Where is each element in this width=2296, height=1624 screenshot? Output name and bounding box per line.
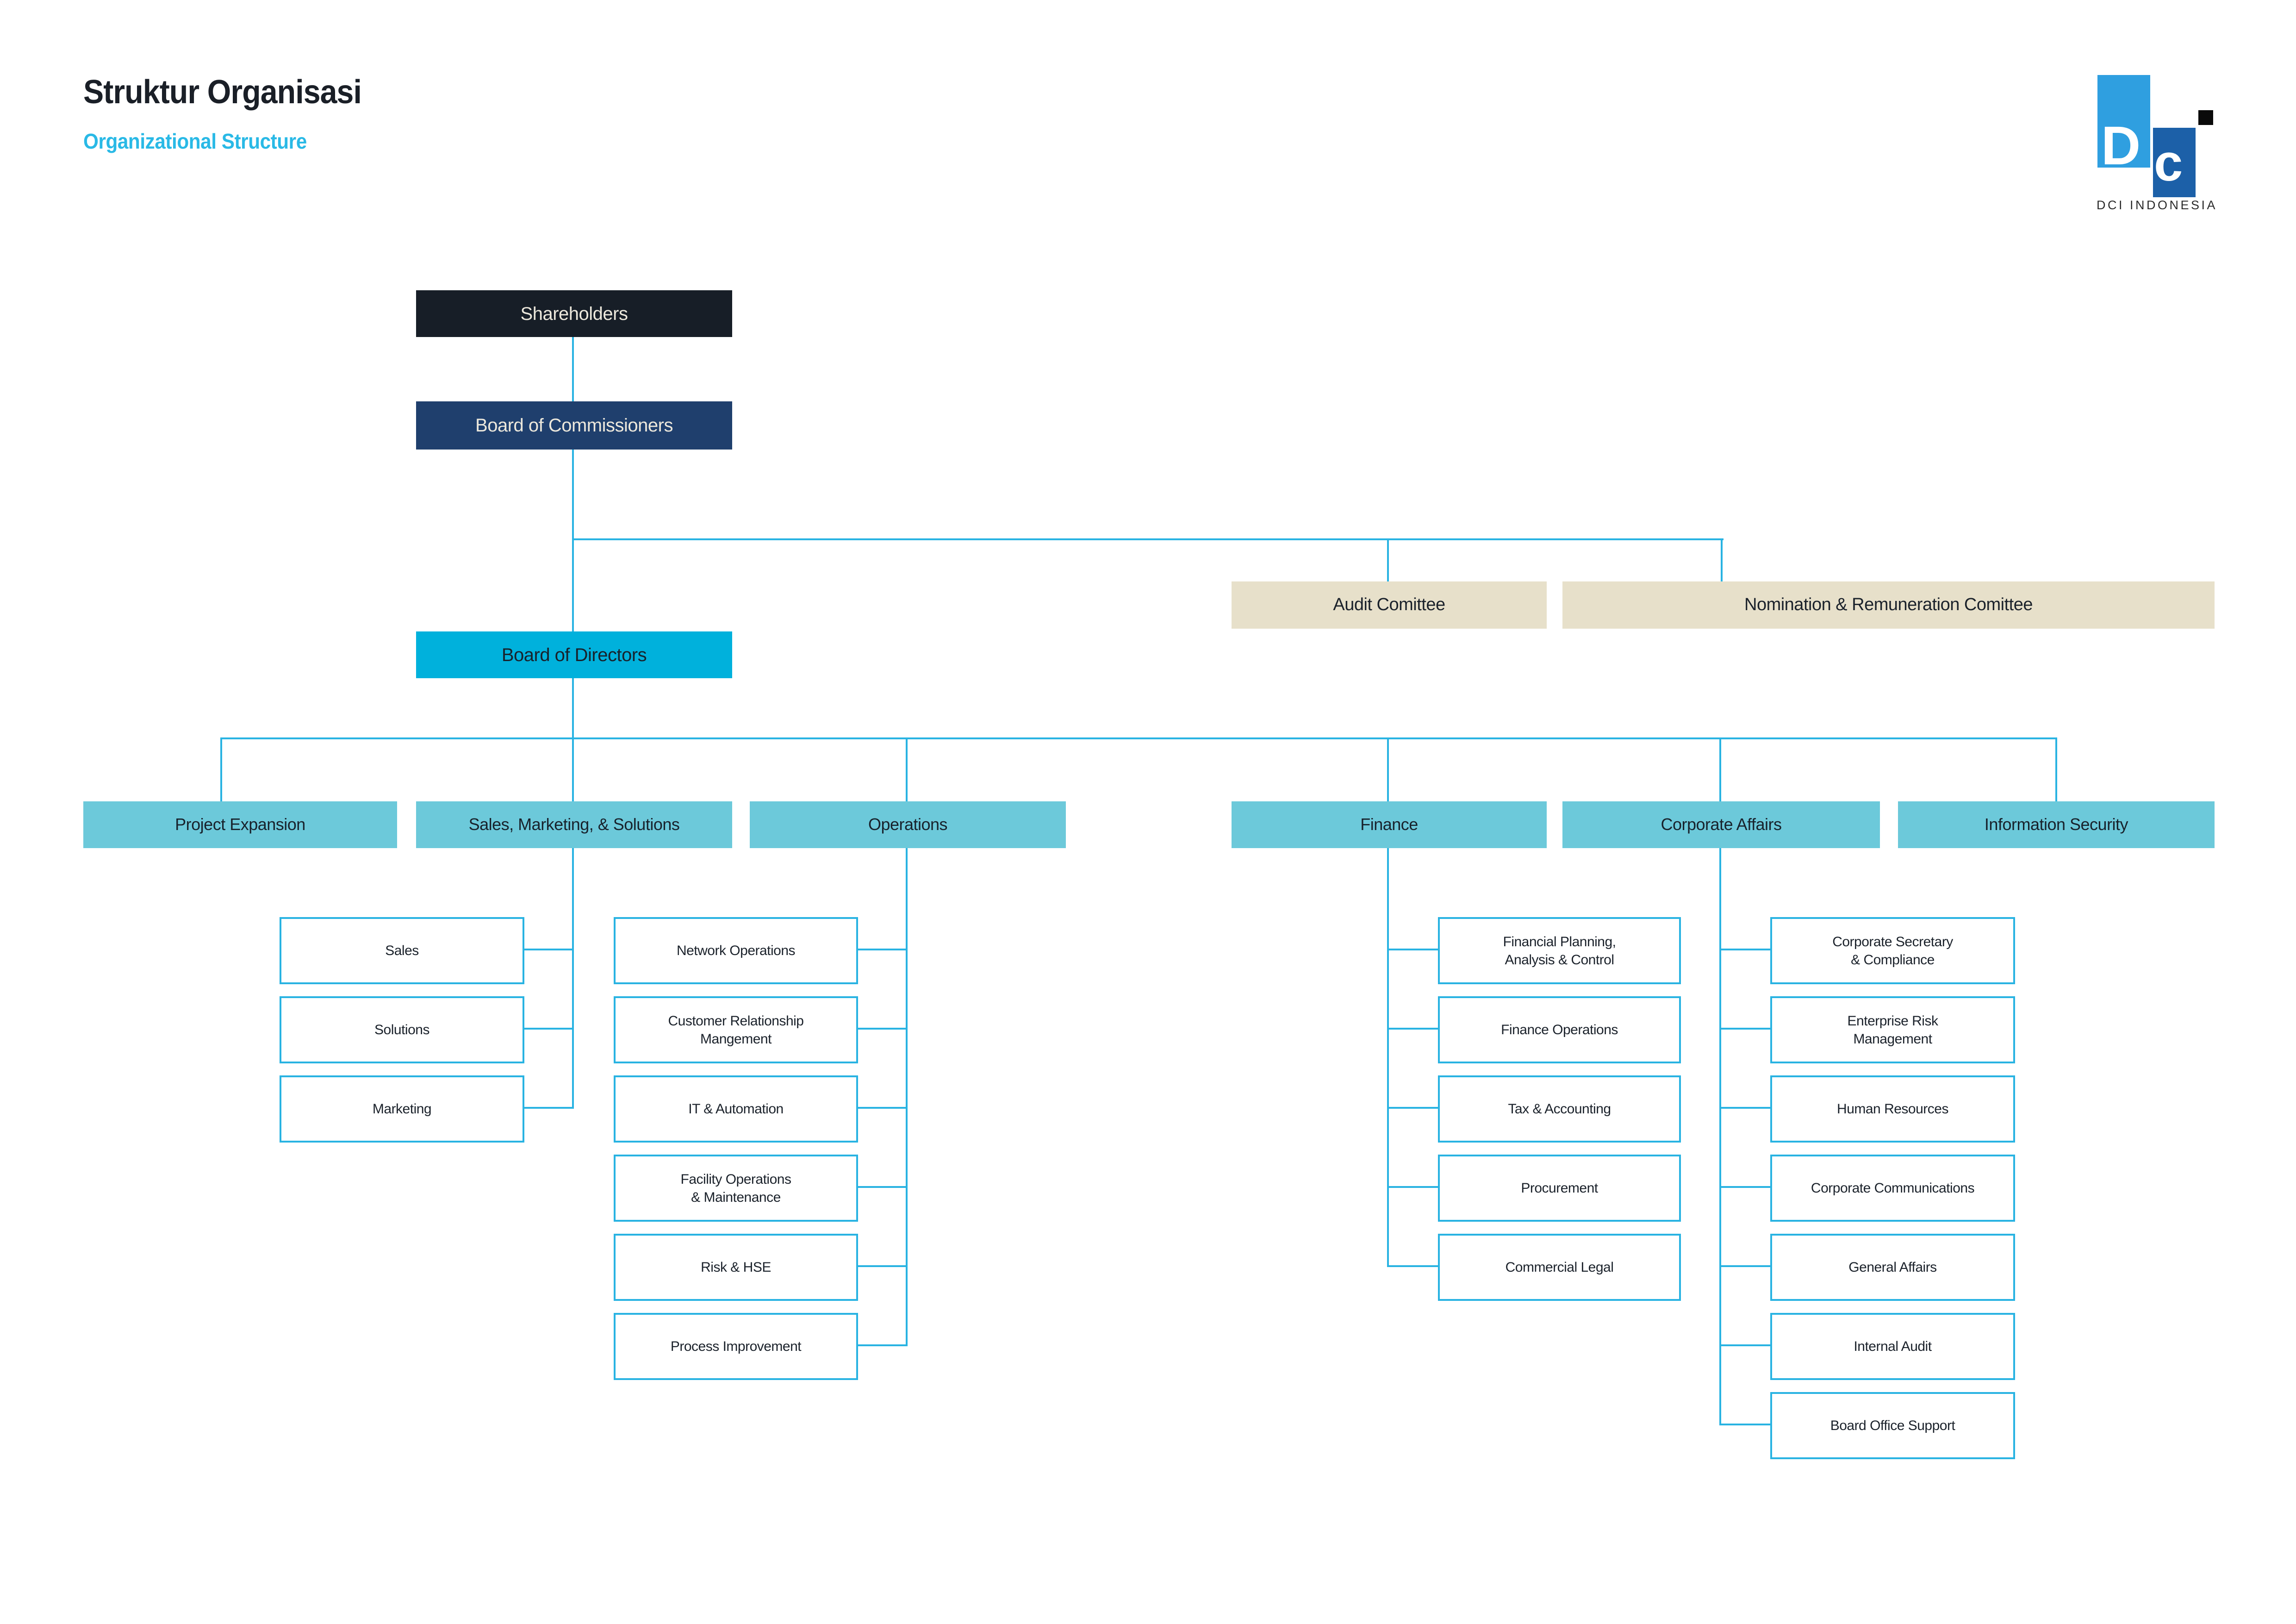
connector-line <box>1719 848 1721 1425</box>
logo-black-square <box>2198 110 2213 125</box>
logo-letter-d: D <box>2101 115 2140 176</box>
subnode-board-office-support: Board Office Support <box>1770 1392 2015 1459</box>
connector-line <box>1719 1186 1770 1188</box>
subnode-corporate-secretary-compliance: Corporate Secretary & Compliance <box>1770 917 2015 984</box>
subnode-corporate-communications: Corporate Communications <box>1770 1155 2015 1222</box>
connector-line <box>1387 1107 1438 1109</box>
dept-finance: Finance <box>1232 801 1547 848</box>
subnode-financial-planning-analysis-control: Financial Planning, Analysis & Control <box>1438 917 1681 984</box>
connector-line <box>1719 1344 1770 1346</box>
logo-light-block <box>2097 75 2150 168</box>
connector-line <box>572 848 574 1109</box>
dept-information-security: Information Security <box>1898 801 2215 848</box>
connector-line <box>2055 737 2057 801</box>
logo-letter-c: c <box>2154 134 2183 192</box>
connector-line <box>1387 737 1389 801</box>
subnode-tax-accounting: Tax & Accounting <box>1438 1075 1681 1143</box>
node-audit-committee: Audit Comittee <box>1232 581 1547 629</box>
page-title: Struktur Organisasi <box>83 74 362 111</box>
connector-line <box>906 848 908 1346</box>
connector-line <box>858 1186 908 1188</box>
connector-line <box>572 538 1724 540</box>
connector-line <box>906 737 908 801</box>
node-shareholders: Shareholders <box>416 290 732 337</box>
page-subtitle: Organizational Structure <box>83 129 307 153</box>
connector-line <box>858 1344 908 1346</box>
connector-line <box>1719 737 1721 801</box>
connector-line <box>524 1107 574 1109</box>
connector-line <box>572 450 574 631</box>
connector-line <box>572 337 574 401</box>
connector-line <box>858 949 908 950</box>
dept-operations: Operations <box>750 801 1066 848</box>
connector-line <box>858 1265 908 1267</box>
connector-line <box>1387 1186 1438 1188</box>
connector-line <box>1721 538 1723 581</box>
logo-dark-block <box>2153 128 2196 197</box>
subnode-marketing: Marketing <box>280 1075 524 1143</box>
connector-line <box>1387 1028 1438 1030</box>
connector-line <box>1719 1028 1770 1030</box>
connector-line <box>1719 949 1770 950</box>
connector-line <box>1719 1424 1770 1425</box>
subnode-it-automation: IT & Automation <box>614 1075 858 1143</box>
connector-line <box>858 1028 908 1030</box>
subnode-enterprise-risk-management: Enterprise Risk Management <box>1770 996 2015 1063</box>
dept-project-expansion: Project Expansion <box>83 801 397 848</box>
subnode-commercial-legal: Commercial Legal <box>1438 1234 1681 1301</box>
connector-line <box>1387 949 1438 950</box>
connector-line <box>1719 1265 1770 1267</box>
connector-line <box>524 1028 574 1030</box>
connector-line <box>220 737 222 801</box>
company-logo-icon: D c <box>2097 75 2213 197</box>
subnode-risk-hse: Risk & HSE <box>614 1234 858 1301</box>
subnode-facility-operations-maintenance: Facility Operations & Maintenance <box>614 1155 858 1222</box>
connector-line <box>858 1107 908 1109</box>
connector-line <box>1387 848 1389 1267</box>
subnode-customer-relationship-management: Customer Relationship Mangement <box>614 996 858 1063</box>
subnode-network-operations: Network Operations <box>614 917 858 984</box>
subnode-human-resources: Human Resources <box>1770 1075 2015 1143</box>
subnode-sales: Sales <box>280 917 524 984</box>
node-nomination-remuneration-committee: Nomination & Remuneration Comittee <box>1562 581 2215 629</box>
subnode-internal-audit: Internal Audit <box>1770 1313 2015 1380</box>
connector-line <box>1387 538 1389 581</box>
subnode-finance-operations: Finance Operations <box>1438 996 1681 1063</box>
logo-wordmark: DCI INDONESIA <box>2097 198 2218 212</box>
node-board-of-directors: Board of Directors <box>416 631 732 678</box>
connector-line <box>220 737 2057 739</box>
dept-sales-marketing-solutions: Sales, Marketing, & Solutions <box>416 801 732 848</box>
subnode-process-improvement: Process Improvement <box>614 1313 858 1380</box>
subnode-solutions: Solutions <box>280 996 524 1063</box>
connector-line <box>524 949 574 950</box>
subnode-procurement: Procurement <box>1438 1155 1681 1222</box>
connector-line <box>572 678 574 801</box>
dept-corporate-affairs: Corporate Affairs <box>1562 801 1880 848</box>
connector-line <box>1387 1265 1438 1267</box>
subnode-general-affairs: General Affairs <box>1770 1234 2015 1301</box>
connector-line <box>1719 1107 1770 1109</box>
node-board-of-commissioners: Board of Commissioners <box>416 401 732 450</box>
